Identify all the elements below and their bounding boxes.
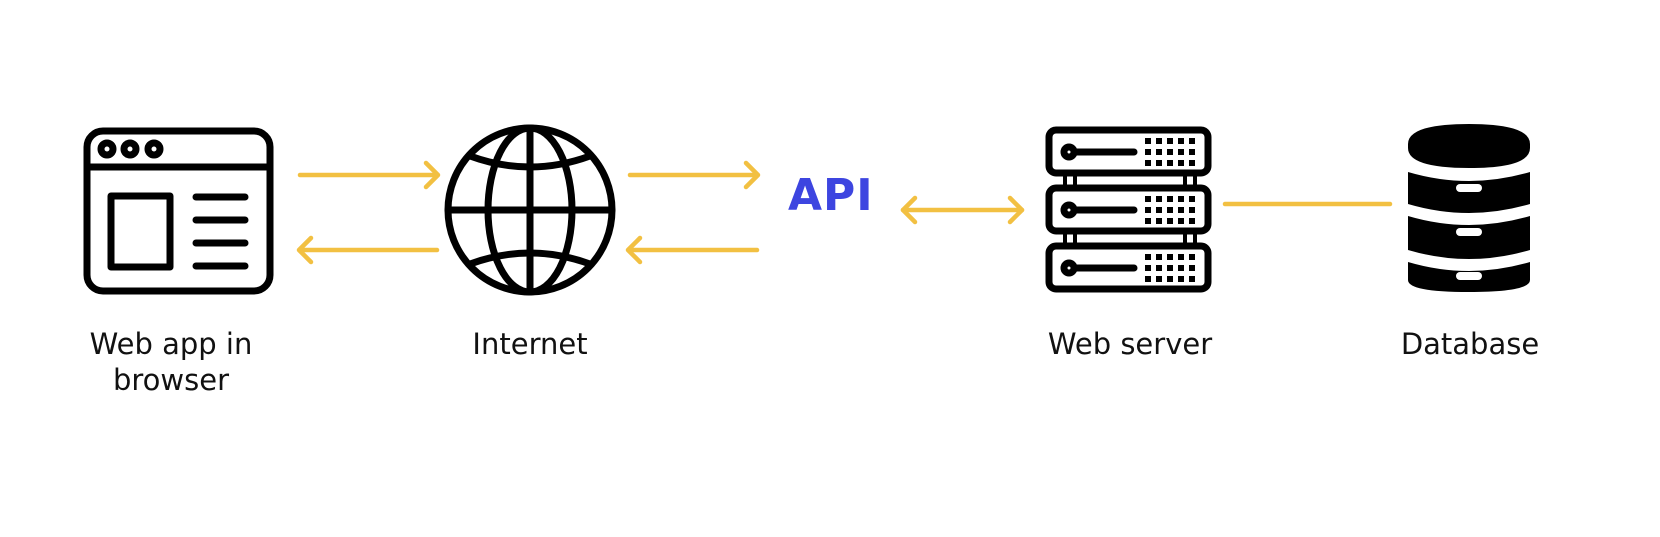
server-unit: [1045, 184, 1212, 235]
server-unit: [1045, 242, 1212, 293]
vent-dot: [1145, 196, 1151, 202]
vent-dot: [1167, 207, 1173, 213]
vent-dot: [1156, 265, 1162, 271]
vent-dot: [1145, 276, 1151, 282]
vent-dot: [1189, 265, 1195, 271]
database-icon: [1408, 124, 1530, 292]
vent-dot: [1178, 160, 1184, 166]
arrow-internet-to-api: [627, 160, 761, 190]
node-label-web-app: Web app in browser: [66, 326, 276, 398]
vent-dot: [1178, 149, 1184, 155]
vent-dot: [1167, 160, 1173, 166]
api-label: API: [788, 170, 874, 221]
vent-dot: [1167, 218, 1173, 224]
arrow-api-to-internet: [625, 235, 760, 265]
vent-dot: [1189, 138, 1195, 144]
vent-dot: [1156, 254, 1162, 260]
vent-dot: [1167, 138, 1173, 144]
label-line: Web app in: [89, 327, 253, 361]
vent-dot: [1156, 276, 1162, 282]
vent-dot: [1167, 265, 1173, 271]
vent-dot: [1178, 196, 1184, 202]
vent-dot: [1156, 207, 1162, 213]
server-rack-icon: [1045, 126, 1212, 293]
vent-dot: [1189, 196, 1195, 202]
vent-dot: [1178, 276, 1184, 282]
node-label-database: Database: [1400, 327, 1540, 361]
vent-dot: [1156, 160, 1162, 166]
globe-icon: [444, 124, 616, 296]
label-line: browser: [112, 363, 230, 397]
vent-dot: [1178, 138, 1184, 144]
vent-dot: [1167, 196, 1173, 202]
vent-dot: [1178, 254, 1184, 260]
server-unit: [1045, 126, 1212, 177]
vent-dot: [1189, 276, 1195, 282]
vent-dot: [1156, 196, 1162, 202]
vent-dot: [1145, 138, 1151, 144]
vent-dot: [1145, 149, 1151, 155]
vent-dot: [1156, 149, 1162, 155]
vent-dot: [1189, 160, 1195, 166]
vent-dot: [1156, 218, 1162, 224]
vent-dot: [1167, 149, 1173, 155]
vent-dot: [1189, 218, 1195, 224]
vent-dot: [1145, 265, 1151, 271]
vent-dot: [1145, 218, 1151, 224]
node-label-internet: Internet: [472, 327, 588, 361]
browser-window-icon: [83, 127, 274, 295]
vent-dot: [1145, 207, 1151, 213]
vent-dot: [1145, 160, 1151, 166]
vent-dot: [1167, 276, 1173, 282]
arrow-browser-to-internet: [297, 160, 441, 190]
vent-dot: [1145, 254, 1151, 260]
vent-dot: [1189, 149, 1195, 155]
vent-dot: [1178, 265, 1184, 271]
server-vent-grids: [1145, 138, 1195, 282]
arrow-internet-to-browser: [296, 235, 440, 265]
node-label-web-server: Web server: [1047, 327, 1213, 361]
vent-dot: [1189, 254, 1195, 260]
arrow-api-server-bidirectional: [900, 195, 1025, 225]
vent-dot: [1178, 207, 1184, 213]
vent-dot: [1178, 218, 1184, 224]
vent-dot: [1156, 138, 1162, 144]
vent-dot: [1167, 254, 1173, 260]
vent-dot: [1189, 207, 1195, 213]
